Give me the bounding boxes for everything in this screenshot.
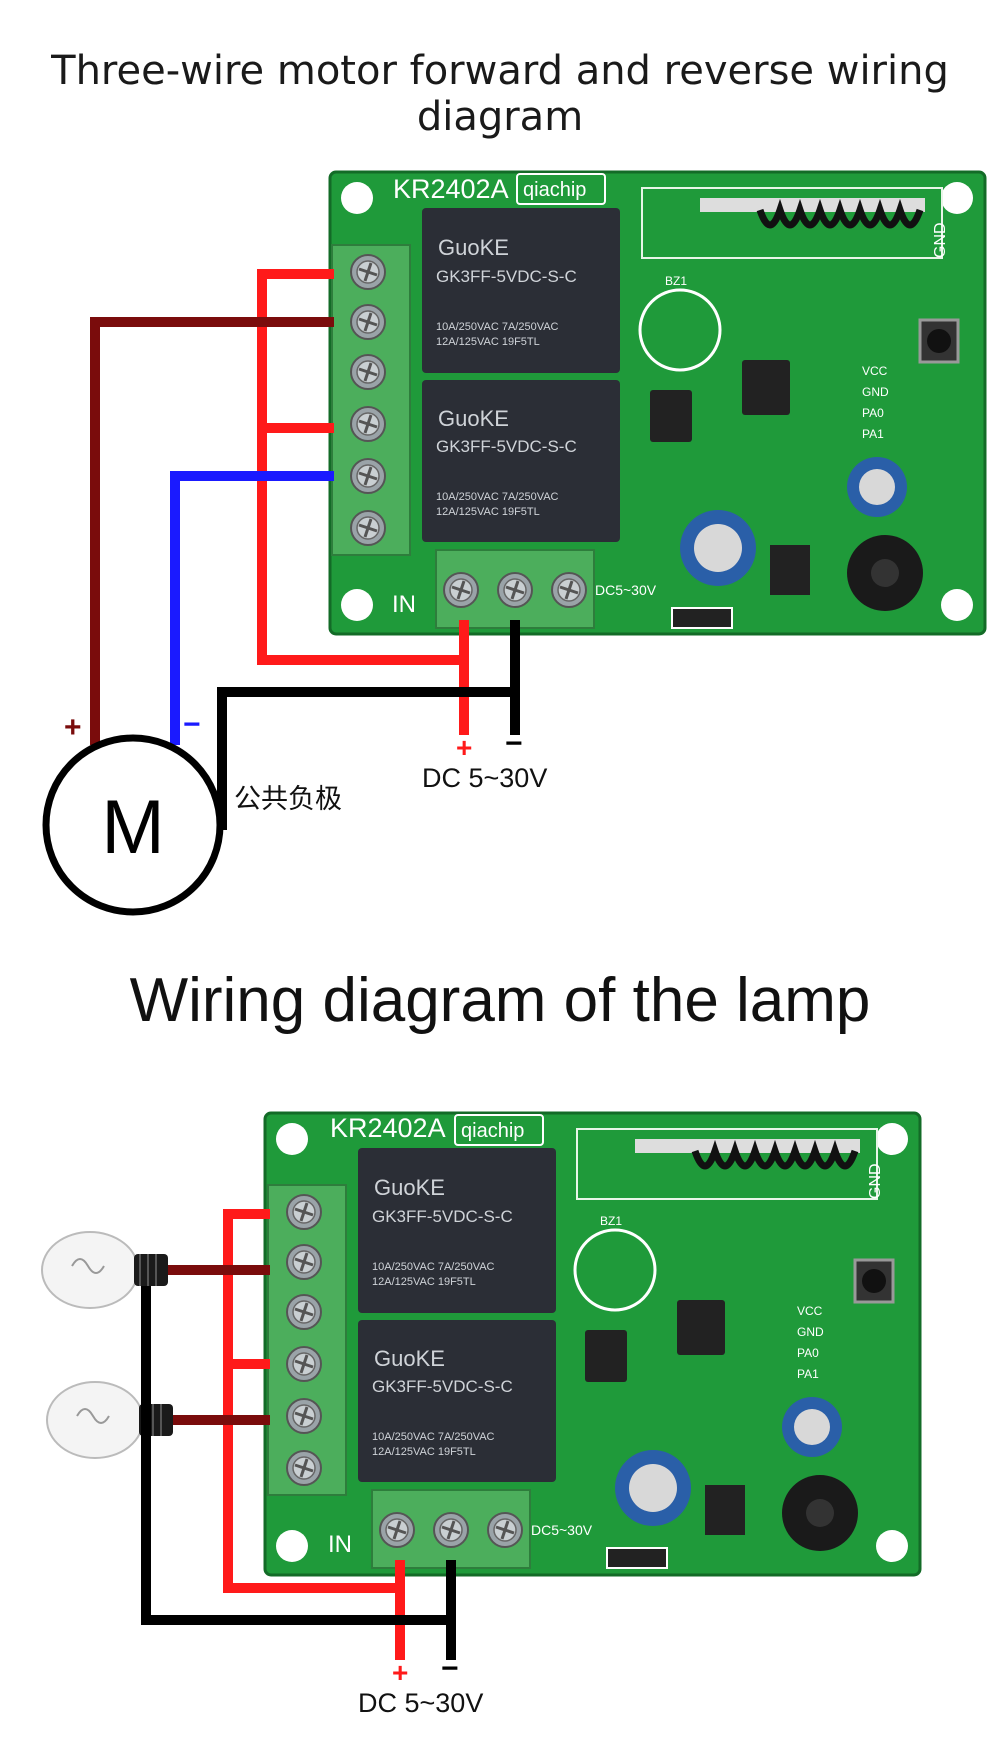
relay-rating-1: 10A/250VAC 7A/250VAC (372, 1431, 495, 1443)
relay-board: KR2402A qiachip GND GuoKE GK3FF-5VDC-S-C… (328, 170, 987, 636)
relay-model-label: GK3FF-5VDC-S-C (372, 1207, 513, 1226)
relay-rating-2: 12A/125VAC 19F5TL (372, 1446, 476, 1458)
relay-rating-2: 12A/125VAC 19F5TL (436, 336, 540, 348)
input-terminal-block (371, 1489, 531, 1569)
black-wire (217, 687, 515, 830)
relay-rating-1: 10A/250VAC 7A/250VAC (372, 1261, 495, 1273)
input-label: IN (328, 1531, 352, 1558)
relay-rating-2: 12A/125VAC 19F5TL (372, 1276, 476, 1288)
lamp-bulb-2 (46, 1381, 174, 1459)
input-terminal-block (435, 549, 595, 629)
relay-1: GuoKE GK3FF-5VDC-S-C 10A/250VAC 7A/250VA… (422, 208, 620, 373)
supply-silk-label: DC5~30V (595, 582, 657, 598)
relay-brand-label: GuoKE (438, 235, 509, 260)
pin-label-gnd: GND (797, 1325, 824, 1339)
relay-1: GuoKE GK3FF-5VDC-S-C 10A/250VAC 7A/250VA… (358, 1148, 556, 1313)
relay-model-label: GK3FF-5VDC-S-C (372, 1377, 513, 1396)
lamp-wires (141, 1209, 456, 1660)
inductor (782, 1475, 858, 1551)
relay-board: KR2402A qiachip GND GuoKE GK3FF-5VDC-S-C… (263, 1111, 922, 1577)
pin-label-pa0: PA0 (797, 1346, 819, 1360)
board-brand-label: qiachip (461, 1120, 524, 1142)
pin-label-gnd: GND (862, 385, 889, 399)
pin-label-vcc: VCC (797, 1304, 823, 1318)
capacitor (847, 457, 907, 517)
relay-brand-label: GuoKE (374, 1346, 445, 1371)
relay-brand-label: GuoKE (438, 406, 509, 431)
pin-label-pa1: PA1 (862, 427, 884, 441)
red-wire (257, 269, 469, 735)
board-model-label: KR2402A (393, 174, 509, 204)
board-brand-label: qiachip (523, 179, 586, 201)
buzzer-label: BZ1 (600, 1214, 622, 1228)
motor-label: M (101, 785, 164, 870)
relay-rating-1: 10A/250VAC 7A/250VAC (436, 321, 559, 333)
board-model-label: KR2402A (330, 1113, 446, 1143)
dark-red-wire (90, 317, 334, 745)
motor-plus-label: + (64, 711, 82, 744)
gnd-silk-label: GND (932, 222, 949, 258)
relay-model-label: GK3FF-5VDC-S-C (436, 267, 577, 286)
pin-label-vcc: VCC (862, 364, 888, 378)
svg-text:GuoKE: GuoKE (438, 235, 509, 260)
output-terminal-block (331, 244, 411, 556)
supply-silk-label: DC5~30V (531, 1522, 593, 1538)
capacitor (615, 1450, 691, 1526)
supply-plus-label: + (392, 1657, 408, 1688)
black-wire (141, 1286, 451, 1625)
supply-voltage-label: DC 5~30V (422, 763, 547, 793)
relay-model-label: GK3FF-5VDC-S-C (436, 437, 577, 456)
capacitor (680, 510, 756, 586)
motor-minus-label: − (183, 708, 201, 741)
lamp-diagram-title: Wiring diagram of the lamp (129, 966, 871, 1035)
pin-label-pa0: PA0 (862, 406, 884, 420)
relay-rating-1: 10A/250VAC 7A/250VAC (436, 491, 559, 503)
input-label: IN (392, 591, 416, 618)
supply-plus-label: + (456, 732, 472, 763)
motor-wiring-diagram: KR2402A qiachip GND GuoKE GK3FF-5VDC-S-C… (42, 170, 987, 916)
inductor (847, 535, 923, 611)
antenna-coil (691, 1139, 859, 1170)
output-terminal-block (267, 1184, 347, 1496)
buzzer-label: BZ1 (665, 274, 687, 288)
relay-rating-2: 12A/125VAC 19F5TL (436, 506, 540, 518)
relay-brand-label: GuoKE (374, 1175, 445, 1200)
motor-wires (90, 269, 520, 830)
capacitor (782, 1397, 842, 1457)
supply-voltage-label: DC 5~30V (358, 1688, 483, 1718)
motor-diagram-title: Three-wire motor forward and reverse wir… (51, 48, 949, 140)
common-negative-label: 公共负极 (234, 784, 342, 815)
red-wire (223, 1209, 405, 1660)
pin-label-pa1: PA1 (797, 1367, 819, 1381)
relay-2: GuoKE GK3FF-5VDC-S-C 10A/250VAC 7A/250VA… (358, 1320, 556, 1482)
relay-2: GuoKE GK3FF-5VDC-S-C 10A/250VAC 7A/250VA… (422, 380, 620, 542)
gnd-silk-label: GND (867, 1163, 884, 1199)
supply-minus-label: − (441, 1652, 459, 1685)
lamp-wiring-diagram: KR2402A qiachip GND GuoKE GK3FF-5VDC-S-C… (41, 1111, 922, 1718)
supply-minus-label: − (505, 727, 523, 760)
antenna-coil (756, 198, 924, 229)
blue-wire (170, 471, 334, 745)
motor-symbol: M (42, 734, 224, 916)
